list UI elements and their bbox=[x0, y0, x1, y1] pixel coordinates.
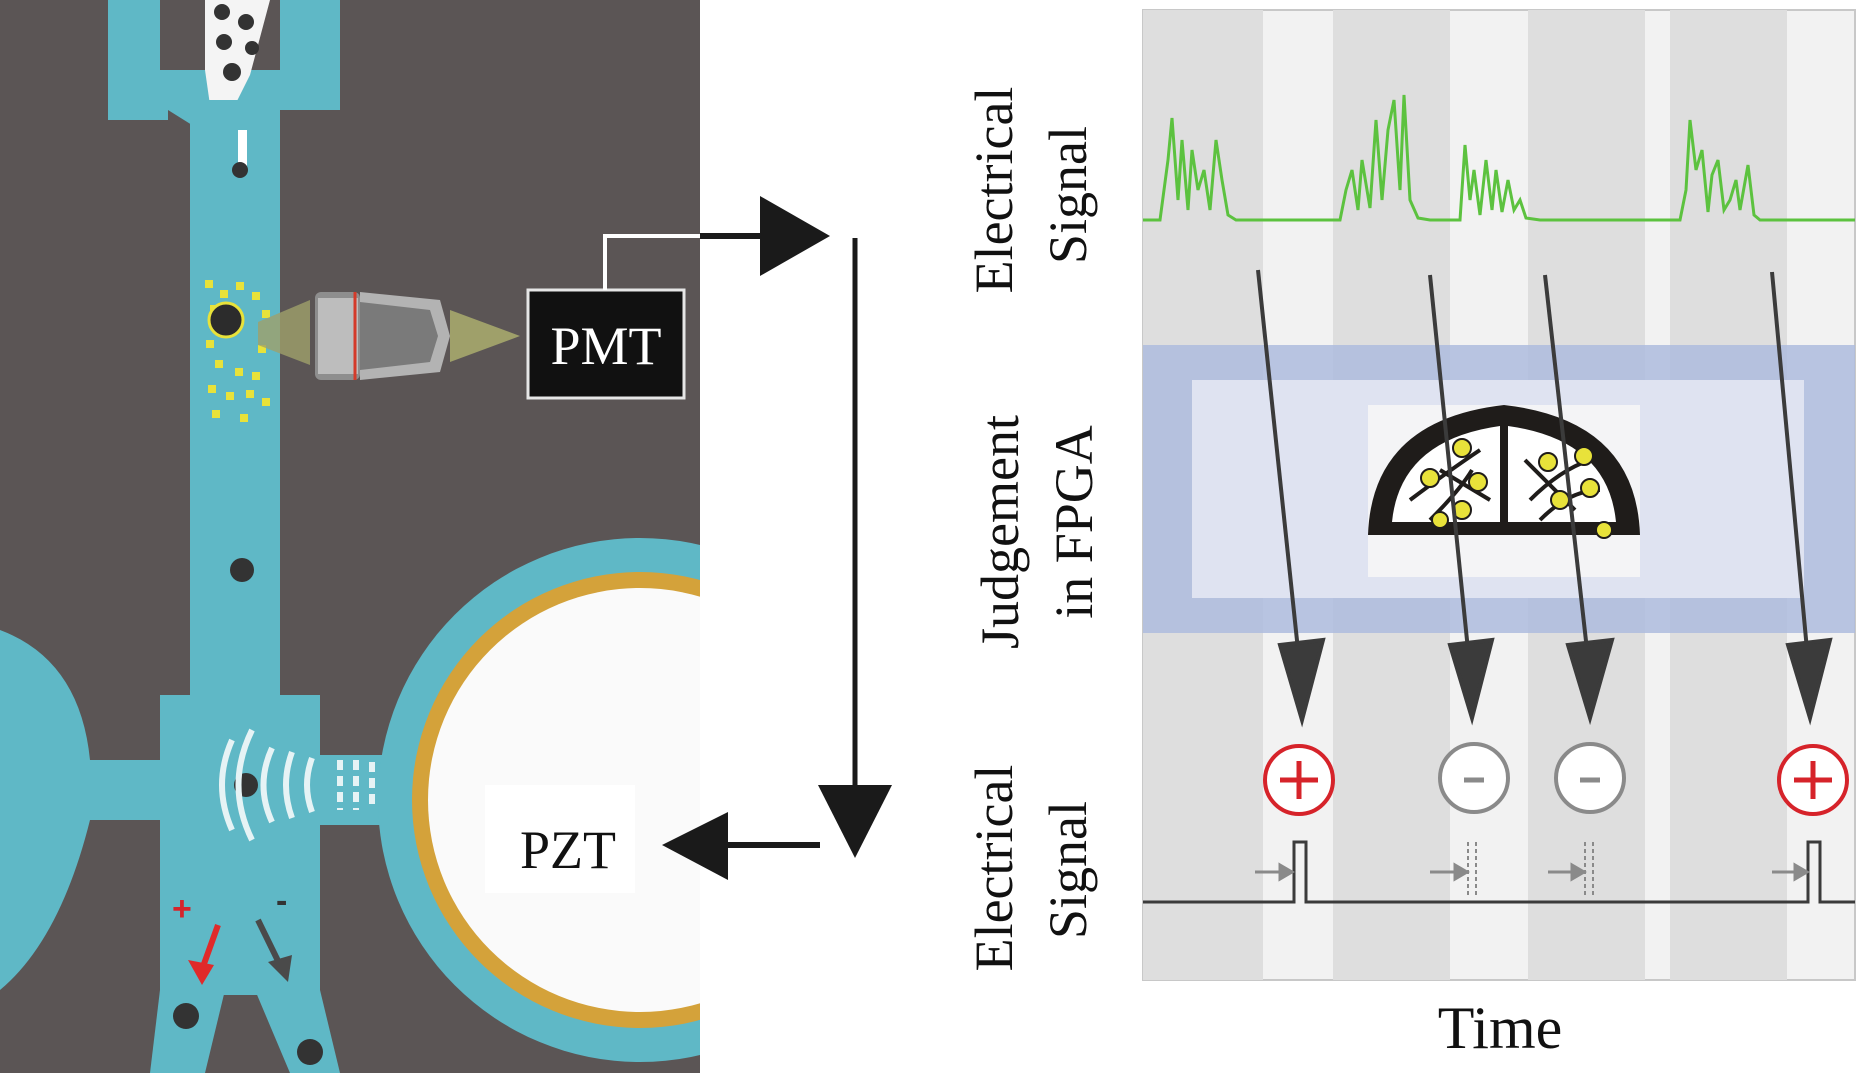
timing-panel bbox=[1142, 9, 1856, 981]
pmt-detector: PMT bbox=[526, 288, 686, 400]
microscope-objective-icon bbox=[258, 292, 520, 380]
decision-reject-1 bbox=[1438, 742, 1510, 814]
pzt-label: PZT bbox=[520, 820, 616, 880]
judgement-line1: Judgement bbox=[970, 415, 1030, 649]
pmt-label: PMT bbox=[550, 316, 661, 376]
electrical-signal-top-line2: Signal bbox=[1038, 126, 1098, 264]
electrical-signal-top-label: Electrical Signal bbox=[964, 87, 1098, 294]
detector-signal-trace bbox=[1143, 94, 1855, 222]
judgement-line2: in FPGA bbox=[1044, 425, 1104, 619]
skipped-pulses bbox=[1467, 842, 1594, 898]
acoustic-wave-icon bbox=[219, 728, 375, 842]
main-channel bbox=[190, 100, 280, 720]
signal-flow-arrows bbox=[603, 196, 892, 880]
decision-accept-1 bbox=[1263, 744, 1335, 816]
sort-plus-mark: + bbox=[172, 890, 192, 928]
electrical-signal-bottom-line1: Electrical bbox=[964, 765, 1024, 972]
time-axis-label: Time bbox=[1438, 995, 1563, 1061]
judgement-arrows bbox=[1256, 269, 1833, 728]
trigger-pointer-arrows bbox=[1255, 862, 1810, 882]
sort-minus-mark: - bbox=[276, 882, 287, 920]
pzt-label-box: PZT bbox=[485, 785, 635, 893]
electrical-signal-bottom-line2: Signal bbox=[1038, 801, 1098, 939]
electrical-signal-bottom-label: Electrical Signal bbox=[964, 765, 1098, 972]
sample-inlet bbox=[205, 0, 270, 105]
decision-reject-2 bbox=[1554, 742, 1626, 814]
sort-direction-arrows: + - bbox=[172, 882, 292, 985]
decision-accept-2 bbox=[1777, 744, 1849, 816]
fluorescence-detection-zone bbox=[205, 280, 270, 422]
judgement-fpga-label: Judgement in FPGA bbox=[970, 415, 1104, 649]
decision-marks bbox=[1263, 742, 1849, 816]
electrical-signal-top-line1: Electrical bbox=[964, 87, 1024, 294]
